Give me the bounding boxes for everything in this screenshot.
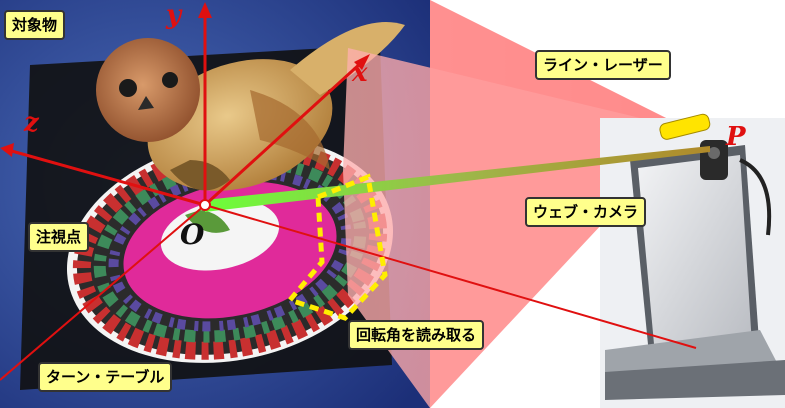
- x-axis-label: x: [352, 58, 368, 88]
- camera-beam: [205, 146, 710, 212]
- y-axis-label: y: [166, 0, 182, 30]
- bird-object: [96, 22, 405, 233]
- encoder-read-region: [285, 173, 388, 321]
- point-p-label: P: [726, 122, 746, 152]
- line-laser-device: [659, 113, 711, 140]
- callout-turntable: ターン・テーブル: [38, 362, 173, 392]
- laptop: [600, 113, 785, 408]
- callout-read-angle: 回転角を読み取る: [348, 320, 485, 350]
- origin-point: [199, 199, 211, 211]
- z-axis-label: z: [24, 108, 39, 138]
- callout-line-laser: ライン・レーザー: [535, 50, 671, 80]
- camera-ray: [204, 204, 697, 349]
- callout-object: 対象物: [4, 10, 66, 40]
- callout-gaze-point: 注視点: [28, 222, 90, 252]
- axes: [0, 2, 697, 381]
- origin-label: O: [180, 218, 205, 251]
- webcam-device: [700, 140, 728, 180]
- callout-webcam: ウェブ・カメラ: [525, 197, 647, 227]
